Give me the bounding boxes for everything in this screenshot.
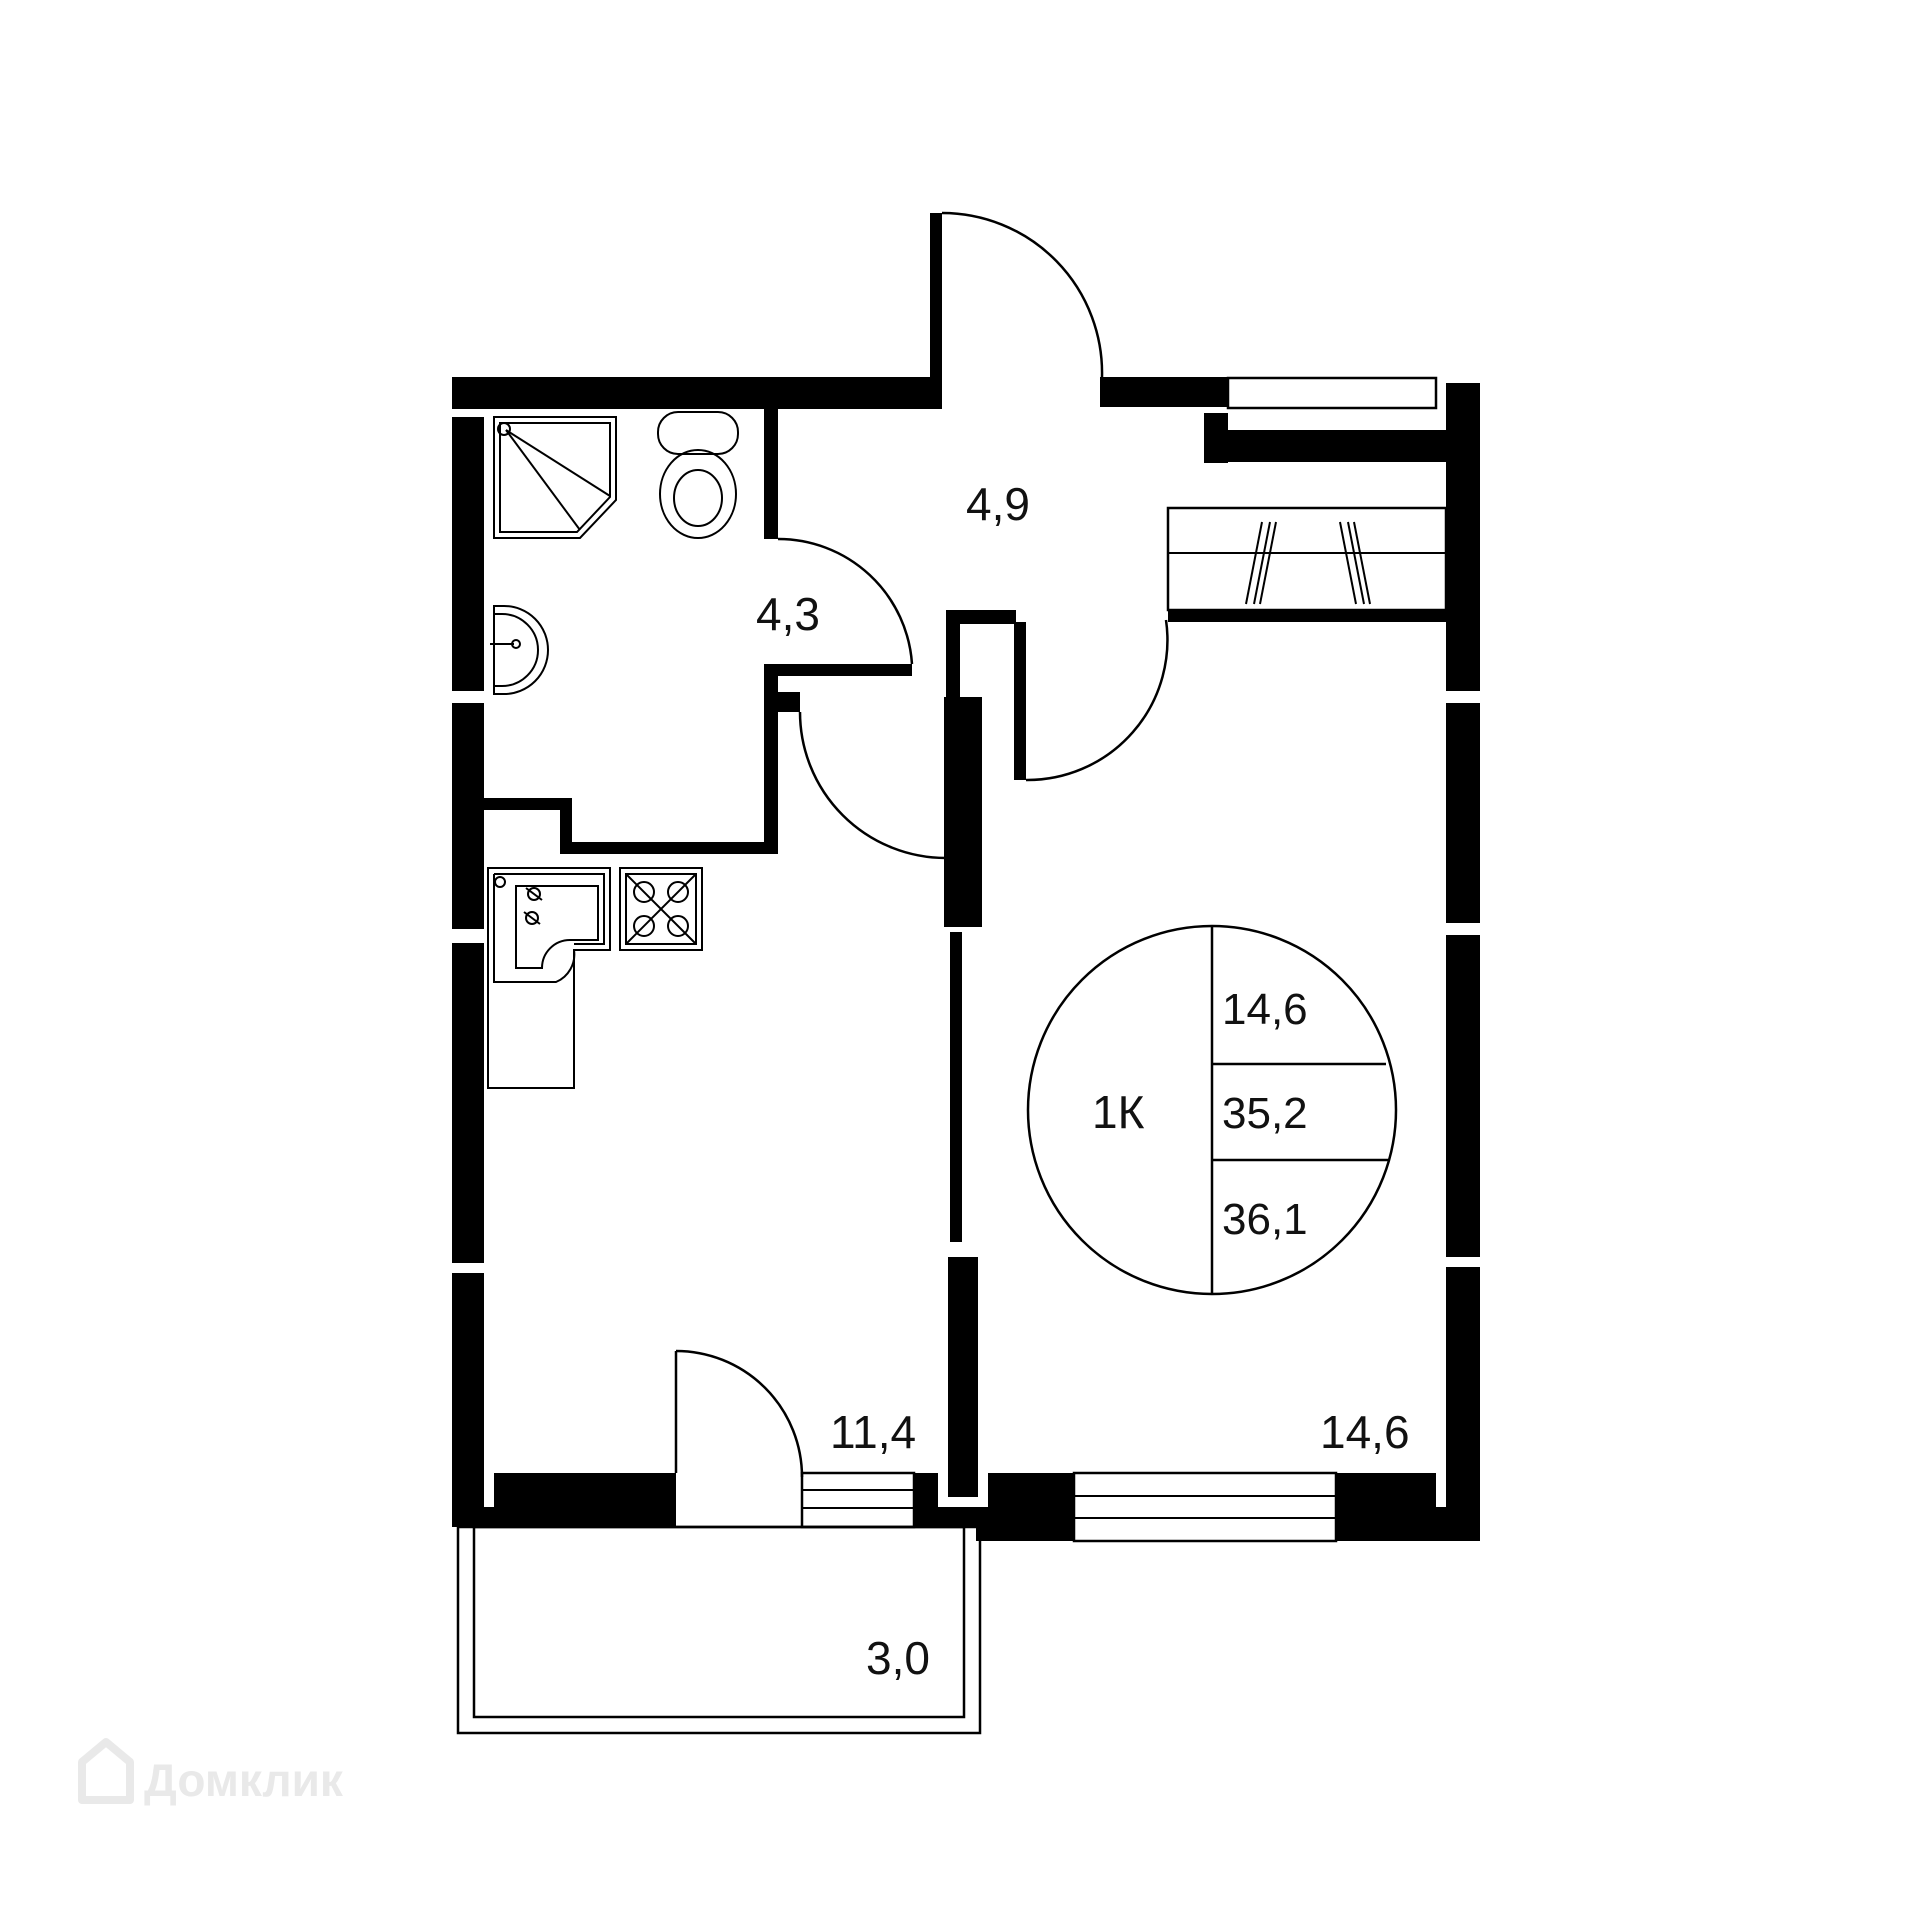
doors [674,211,1169,1478]
watermark-text: Домклик [144,1754,344,1806]
house-icon [78,1738,134,1804]
total-area-value: 35,2 [1222,1089,1308,1138]
kitchen-sink-icon [494,876,599,969]
bathroom-fixtures [490,411,739,695]
apartment-type-label: 1К [1092,1086,1145,1138]
partitions [484,409,1448,1242]
watermark: Домклик [78,1738,344,1806]
walls [452,213,1480,1543]
balcony [456,1525,982,1735]
bathroom-area-label: 4,3 [756,588,820,640]
sink-icon [490,605,549,695]
total-area-with-balcony-value: 36,1 [1222,1195,1308,1244]
kitchen-area-label: 11,4 [830,1406,916,1458]
kitchen-fixtures [487,867,703,1089]
living-room-area-label: 14,6 [1320,1406,1410,1458]
shower-icon [493,416,617,539]
hall-area-label: 4,9 [966,478,1030,530]
wardrobe-marks [1245,521,1371,605]
room-labels: 4,9 4,3 11,4 14,6 3,0 [756,478,1410,1684]
balcony-area-label: 3,0 [866,1632,930,1684]
stove-icon [619,867,703,951]
area-summary-badge: 1К 14,6 35,2 36,1 [1026,924,1398,1296]
toilet-icon [657,411,739,539]
living-area-value: 14,6 [1222,985,1308,1034]
